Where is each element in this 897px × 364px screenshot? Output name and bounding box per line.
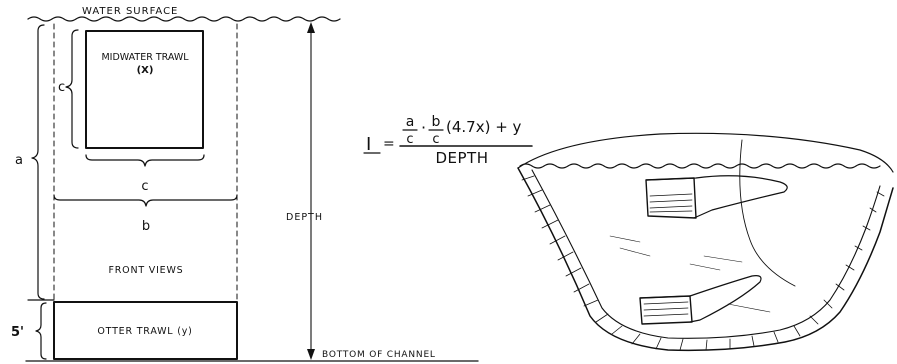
wall-hatching [521, 175, 885, 351]
frac2-numerator: b [432, 114, 441, 130]
water-surface-line [27, 16, 341, 22]
channel-cross-section [517, 167, 894, 352]
sketch-otter-shade [643, 301, 689, 317]
dim-c-bottom-label: c [141, 179, 148, 194]
depth-label: DEPTH [286, 212, 323, 223]
formula-lhs: I [366, 134, 371, 155]
c-side-bracket [65, 29, 79, 149]
dim-c-side-label: c [58, 80, 65, 95]
frac1-numerator: a [406, 114, 415, 130]
frac2-denominator: c [432, 132, 439, 147]
sketch-midwater-net [645, 175, 788, 219]
channel-water-surface [519, 163, 881, 169]
dim-b-label: b [142, 219, 150, 234]
sketch-otter-mouth [639, 295, 693, 325]
bottom-channel-label: BOTTOM OF CHANNEL [322, 350, 436, 360]
five-foot-bracket [35, 302, 47, 360]
dim-a-label: a [15, 153, 23, 168]
channel-sketch [517, 132, 894, 352]
formula-denominator: DEPTH [435, 149, 488, 167]
water-surface-label: WATER SURFACE [82, 6, 178, 17]
sketch-midwater-shade [649, 193, 693, 213]
formula-dot: · [421, 118, 426, 137]
front-view-schematic: WATER SURFACE MIDWATER TRAWL (X) c c b a… [11, 6, 479, 362]
midwater-trawl-var: (X) [137, 65, 154, 76]
midwater-trawl-box [85, 30, 204, 149]
front-views-label: FRONT VIEWS [109, 265, 184, 276]
formula-equals: = [383, 136, 395, 152]
channel-rim [517, 132, 894, 173]
a-bracket [31, 24, 45, 300]
sketch-midwater-mouth [645, 177, 697, 219]
b-bracket [53, 194, 238, 207]
otter-trawl-label: OTTER TRAWL (y) [97, 326, 192, 337]
midwater-trawl-label: MIDWATER TRAWL [101, 52, 189, 63]
channel-inner-wall [531, 169, 881, 339]
channel-back-wall [739, 139, 796, 287]
depth-arrow-top-head [307, 22, 315, 33]
c-bottom-bracket [85, 154, 205, 167]
dim-5ft-label: 5' [11, 325, 24, 340]
formula: I = a c · b c (4.7x) + y DEPTH [363, 114, 533, 167]
bed-hatching [609, 235, 771, 313]
depth-arrow-bottom-head [307, 349, 315, 360]
frac1-denominator: c [406, 132, 413, 147]
otter-trawl-box [53, 301, 238, 360]
formula-rest: (4.7x) + y [446, 118, 522, 136]
